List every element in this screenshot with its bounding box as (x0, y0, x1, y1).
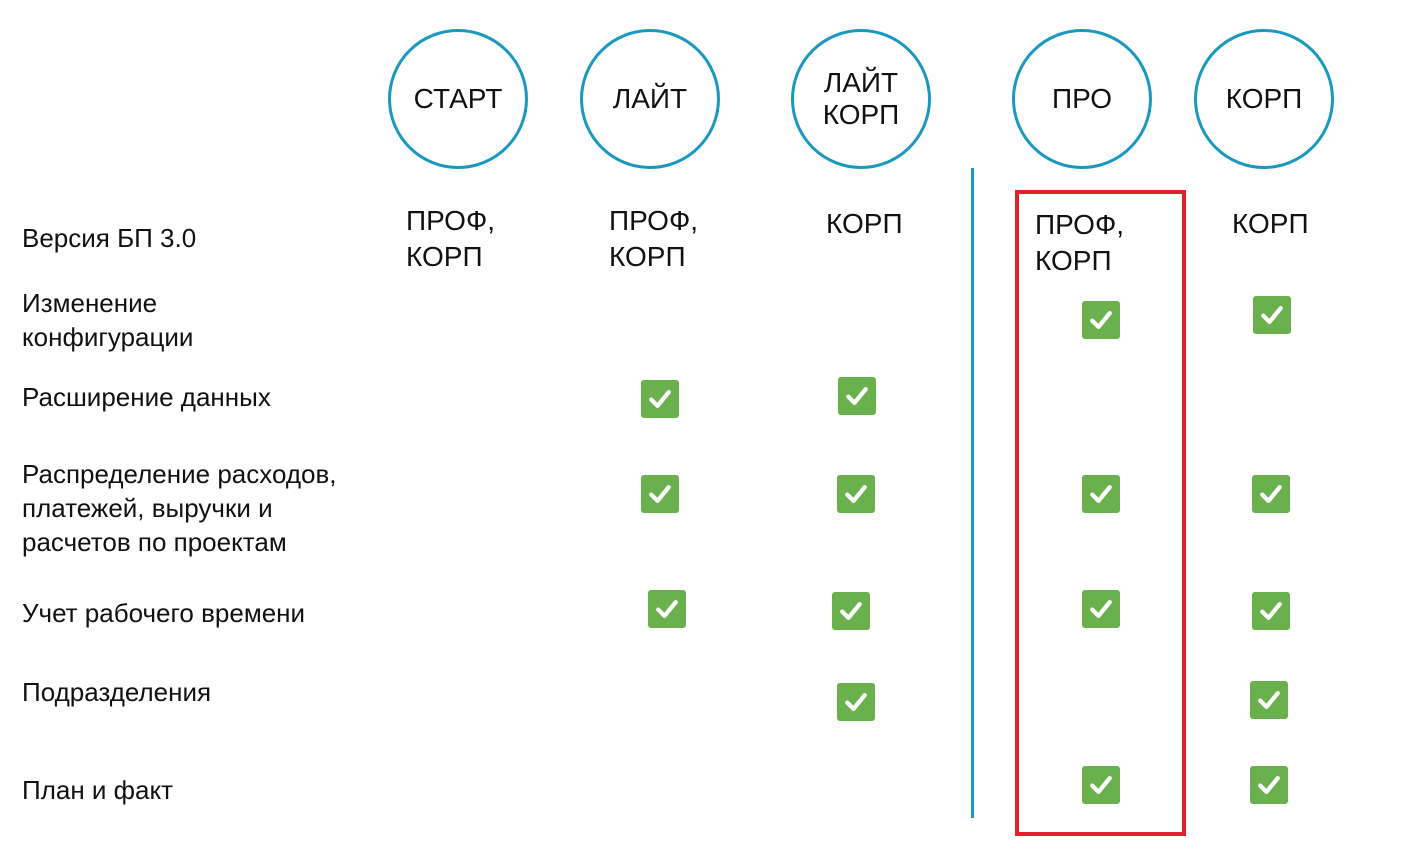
check-distribution-lite (641, 475, 679, 513)
check-mark-icon (1260, 485, 1282, 503)
row-label-plan-fact: План и факт (22, 775, 174, 805)
check-mark-icon (845, 693, 867, 711)
check-departments-corp (1250, 681, 1288, 719)
row-label-departments: Подразделения (22, 677, 212, 707)
check-planfact-pro (1082, 766, 1120, 804)
check-mark-icon (1090, 485, 1112, 503)
check-departments-lite-corp (837, 683, 875, 721)
check-mark-icon (1090, 776, 1112, 794)
column-divider (971, 168, 974, 818)
check-config-corp (1253, 296, 1291, 334)
check-time-lite-corp (832, 592, 870, 630)
plan-name: ЛАЙТ КОРП (822, 67, 900, 130)
check-mark-icon (649, 485, 671, 503)
check-time-pro (1082, 590, 1120, 628)
plan-circle-start: СТАРТ (388, 29, 528, 169)
edition-pro: ПРОФ, КОРП (1035, 209, 1125, 276)
check-time-corp (1252, 592, 1290, 630)
check-extension-lite-corp (838, 377, 876, 415)
edition-lite-corp: КОРП (826, 208, 903, 239)
check-mark-icon (1260, 602, 1282, 620)
check-mark-icon (840, 602, 862, 620)
check-mark-icon (846, 387, 868, 405)
plan-circle-lite-corp: ЛАЙТ КОРП (791, 29, 931, 169)
row-label-version: Версия БП 3.0 (22, 223, 197, 253)
check-mark-icon (1090, 600, 1112, 618)
plan-name: ЛАЙТ (612, 83, 688, 114)
check-distribution-corp (1252, 475, 1290, 513)
check-mark-icon (1090, 311, 1112, 329)
plan-name: ПРО (1052, 83, 1112, 114)
pro-column-highlight (1015, 190, 1186, 836)
edition-corp: КОРП (1232, 208, 1309, 239)
check-mark-icon (1258, 691, 1280, 709)
edition-lite: ПРОФ, КОРП (609, 205, 699, 272)
check-mark-icon (656, 600, 678, 618)
check-distribution-lite-corp (837, 475, 875, 513)
edition-start: ПРОФ, КОРП (406, 205, 496, 272)
check-extension-lite (641, 380, 679, 418)
plan-name: КОРП (1225, 83, 1303, 114)
plan-circle-lite: ЛАЙТ (580, 29, 720, 169)
check-distribution-pro (1082, 475, 1120, 513)
plan-circle-corp: КОРП (1194, 29, 1334, 169)
plan-name: СТАРТ (413, 83, 503, 114)
check-mark-icon (845, 485, 867, 503)
row-label-cost-distribution: Распределение расходов, платежей, выручк… (22, 459, 337, 557)
check-planfact-corp (1250, 766, 1288, 804)
check-config-pro (1082, 301, 1120, 339)
row-label-time-tracking: Учет рабочего времени (22, 598, 306, 628)
plan-circle-pro: ПРО (1012, 29, 1152, 169)
row-label-data-extension: Расширение данных (22, 382, 271, 412)
check-mark-icon (1258, 776, 1280, 794)
row-label-config-change: Изменение конфигурации (22, 288, 194, 352)
check-time-lite (648, 590, 686, 628)
check-mark-icon (1261, 306, 1283, 324)
check-mark-icon (649, 390, 671, 408)
